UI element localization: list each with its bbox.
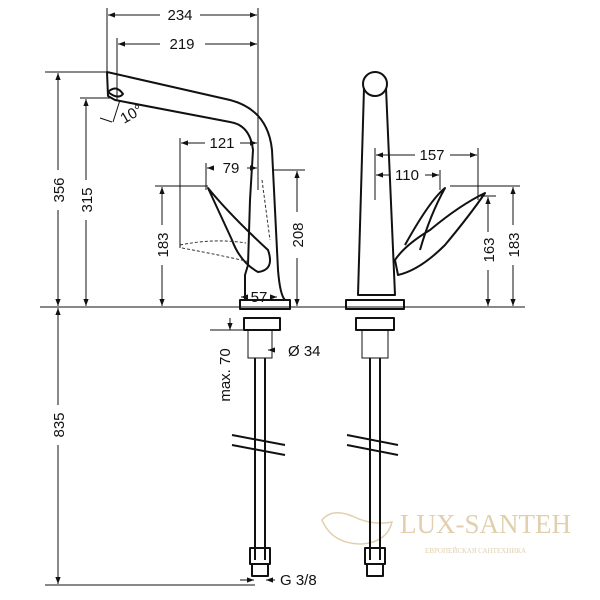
dim-234: 234 <box>167 7 192 24</box>
dim-163: 163 <box>481 237 498 262</box>
lever-handle-front <box>394 192 486 276</box>
dim-157: 157 <box>419 147 444 164</box>
dim-diameter-34: Ø 34 <box>288 343 321 360</box>
dimension-lines <box>45 8 520 586</box>
dim-356: 356 <box>51 177 68 202</box>
lever-handle <box>207 187 271 273</box>
dim-183-right: 183 <box>506 232 523 257</box>
dim-110: 110 <box>395 167 419 184</box>
dim-57: 57 <box>251 289 268 306</box>
front-view-faucet <box>345 71 486 577</box>
side-view-faucet <box>106 71 291 577</box>
watermark-brand: LUX-SANTEH <box>400 509 571 539</box>
dim-208: 208 <box>290 222 307 247</box>
dim-121: 121 <box>209 135 234 152</box>
dim-g-3-8: G 3/8 <box>280 572 317 589</box>
watermark-tagline: ЕВРОПЕЙСКАЯ САНТЕХНИКА <box>425 547 526 555</box>
dim-max-70: max. 70 <box>217 348 234 401</box>
dim-315: 315 <box>79 187 96 212</box>
dim-183-left: 183 <box>155 232 172 257</box>
dim-835: 835 <box>51 412 68 437</box>
bathtub-logo-icon <box>321 512 394 545</box>
dim-219: 219 <box>169 36 194 53</box>
dim-79: 79 <box>223 160 240 177</box>
watermark-logo: LUX-SANTEH ЕВРОПЕЙСКАЯ САНТЕХНИКА <box>321 509 571 555</box>
